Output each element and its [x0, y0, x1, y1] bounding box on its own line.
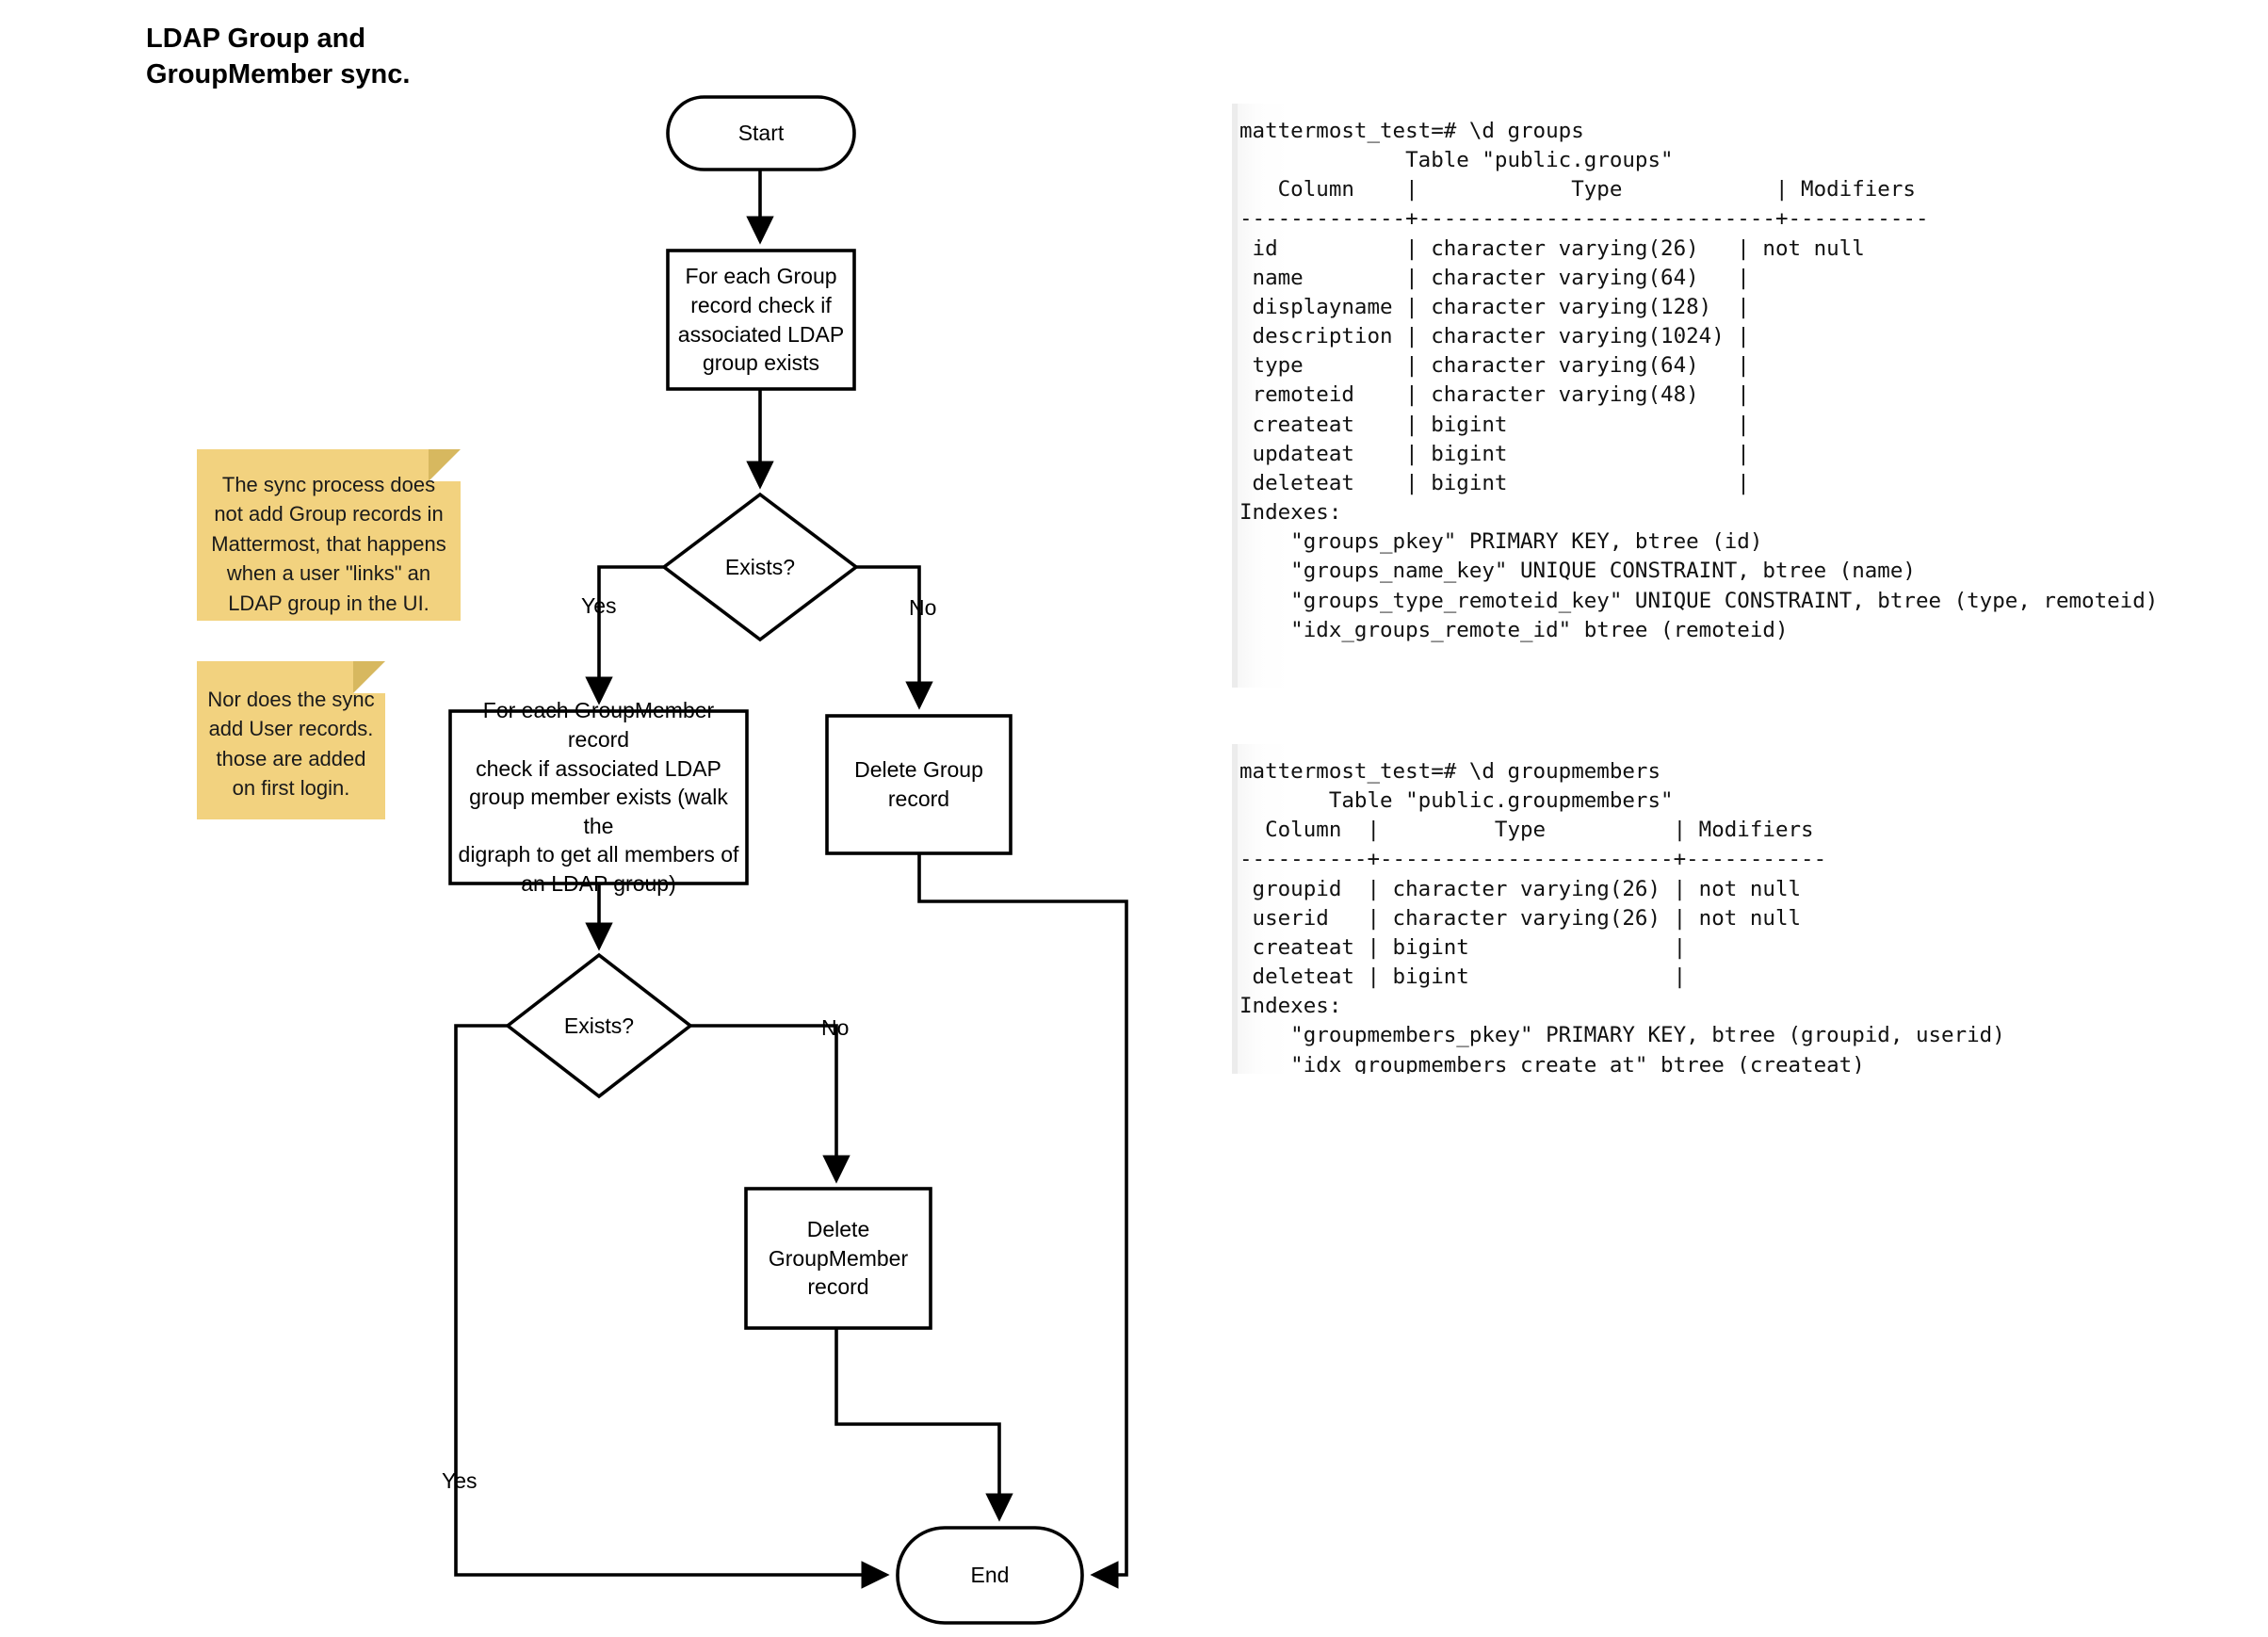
edge-exists-member-no [690, 1024, 850, 1184]
edge-label-group-no: No [909, 595, 937, 620]
edge-exists-member-yes [454, 1024, 890, 1589]
edge-exists-group-no [856, 565, 933, 710]
edge-delete-groupmember-to-end [834, 1328, 1013, 1522]
node-delete-groupmember [744, 1187, 932, 1330]
sticky-note-text: The sync process does not add Group reco… [211, 473, 446, 615]
node-end [896, 1526, 1084, 1625]
sticky-note-text: Nor does the sync add User records. thos… [207, 688, 375, 801]
edge-label-group-yes: Yes [581, 593, 617, 618]
node-exists-member [505, 952, 693, 1099]
edge-label-member-yes: Yes [442, 1468, 478, 1493]
edge-delete-group-to-end [917, 853, 1128, 1589]
node-check-group [666, 249, 856, 391]
sticky-note-group-records: The sync process does not add Group reco… [197, 449, 461, 621]
note-fold-corner-icon [429, 449, 461, 481]
node-check-groupmember [448, 709, 749, 885]
sticky-note-user-records: Nor does the sync add User records. thos… [197, 661, 385, 819]
edge-exists-group-yes [585, 565, 664, 705]
psql-output-groupmembers: mattermost_test=# \d groupmembers Table … [1232, 744, 2183, 1074]
node-start [666, 95, 856, 171]
psql-output-groups: mattermost_test=# \d groups Table "publi… [1232, 104, 2183, 688]
psql-output-groups-text: mattermost_test=# \d groups Table "publi… [1239, 119, 2159, 688]
edge-label-member-no: No [821, 1015, 850, 1040]
page-title: LDAP Group and GroupMember sync. [146, 24, 411, 90]
node-delete-group [825, 714, 1012, 855]
node-exists-group [661, 492, 859, 642]
note-fold-corner-icon [353, 661, 385, 693]
psql-output-groupmembers-text: mattermost_test=# \d groupmembers Table … [1239, 759, 2005, 1074]
